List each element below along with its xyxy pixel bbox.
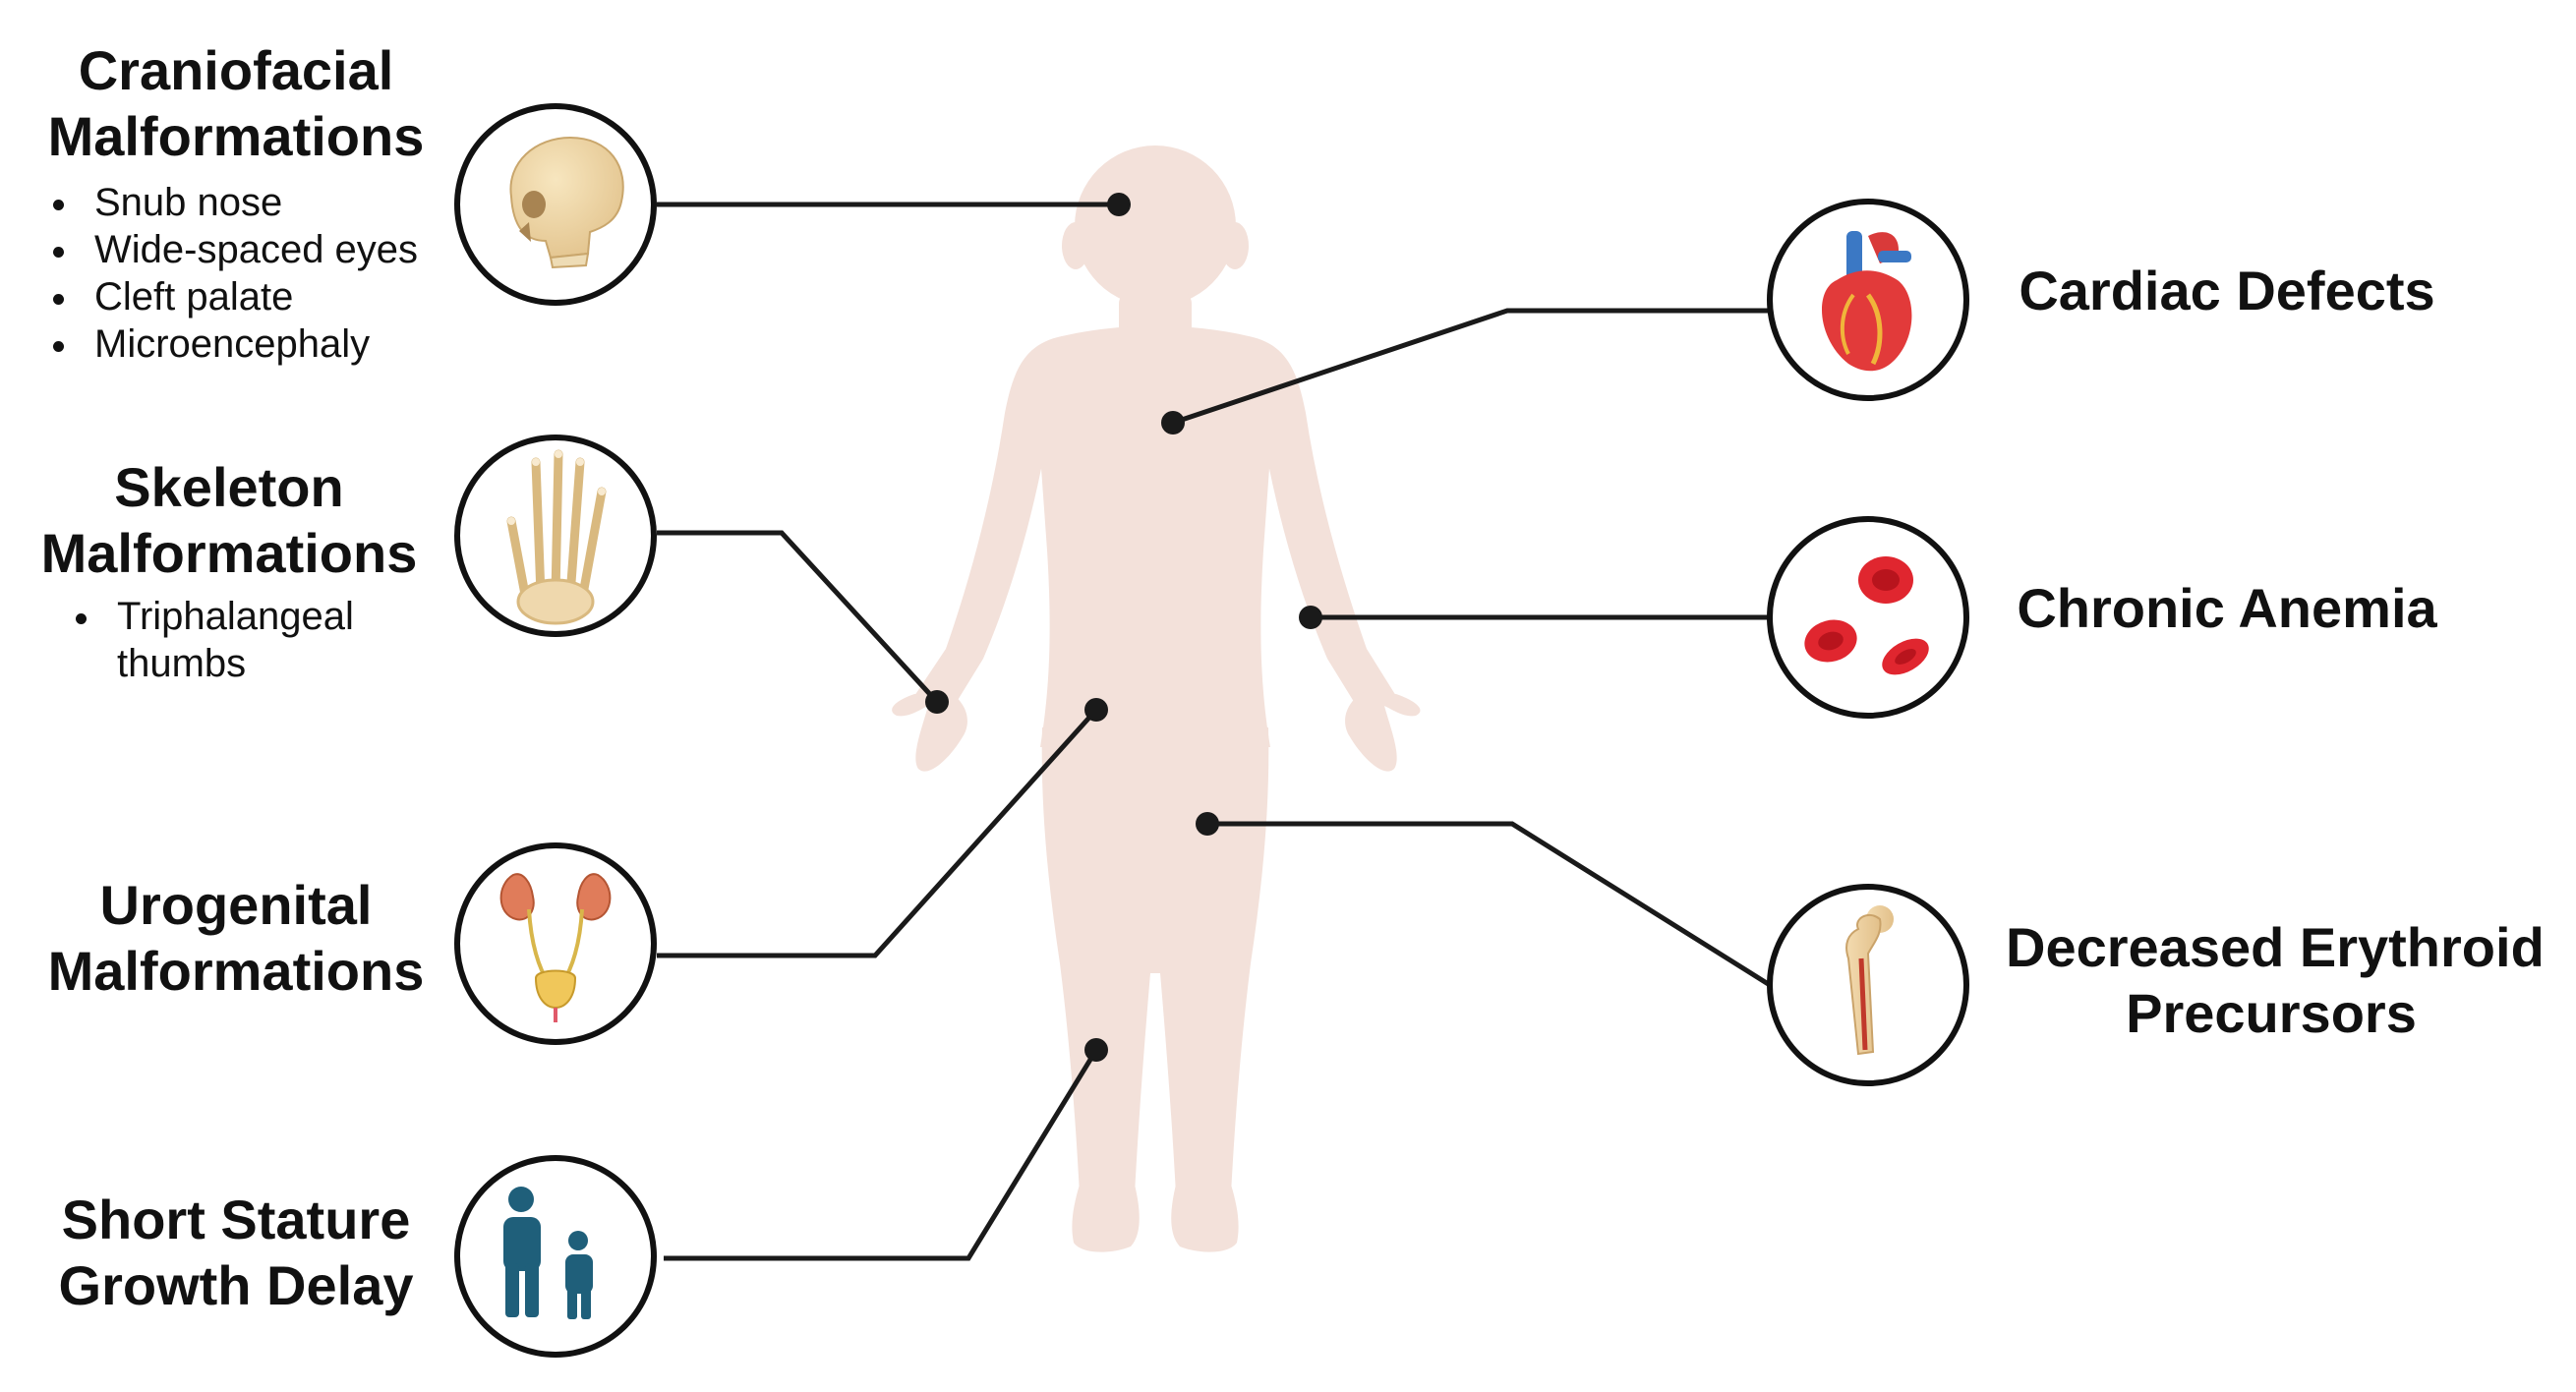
heart-icon — [1767, 199, 1969, 401]
femur-bone-icon — [1767, 884, 1969, 1086]
short-stature-title: Short Stature Growth Delay — [58, 1189, 414, 1316]
list-item: Triphalangeal thumbs — [64, 593, 354, 687]
connector-short-stature — [664, 1048, 1099, 1261]
connector-lines — [657, 202, 1772, 1261]
list-item: Snub nose — [41, 179, 418, 226]
list-item: Wide-spaced eyes — [41, 226, 418, 273]
dot-chest — [1161, 411, 1185, 435]
skeleton-title: Skeleton Malformations — [40, 456, 418, 584]
connector-skeleton — [657, 530, 939, 704]
connector-cardiac — [1172, 308, 1770, 426]
cardiac-title: Cardiac Defects — [2019, 260, 2435, 321]
skull-icon — [454, 103, 657, 306]
dot-arm — [1299, 606, 1322, 629]
hand-bones-icon — [454, 435, 657, 637]
urogenital-title: Urogenital Malformations — [47, 874, 425, 1002]
dot-knee — [1084, 1038, 1108, 1062]
dot-hand — [925, 690, 949, 714]
erythroid-title: Decreased Erythroid Precursors — [2006, 916, 2545, 1044]
list-item: Microencephaly — [41, 320, 418, 368]
dot-abdomen — [1084, 698, 1108, 722]
craniofacial-title: Craniofacial Malformations — [47, 39, 425, 167]
red-blood-cells-icon — [1767, 516, 1969, 719]
connector-dots — [925, 193, 1322, 1062]
dot-thigh — [1196, 812, 1219, 836]
connector-urogenital — [657, 708, 1098, 958]
connector-erythroid — [1207, 821, 1772, 988]
craniofacial-symptom-list: Snub nose Wide-spaced eyes Cleft palate … — [41, 179, 418, 368]
kidneys-bladder-icon — [454, 842, 657, 1045]
child-body-silhouette — [892, 145, 1421, 1252]
list-item: Cleft palate — [41, 273, 418, 320]
adult-child-icon — [454, 1155, 657, 1358]
anemia-title: Chronic Anemia — [2017, 577, 2437, 639]
skeleton-symptom-list: Triphalangeal thumbs — [64, 593, 354, 687]
dot-head — [1107, 193, 1131, 216]
